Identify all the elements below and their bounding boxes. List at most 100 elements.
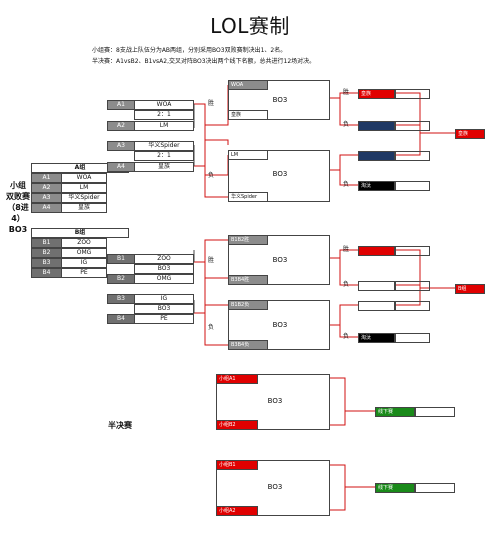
b-mid-slot-empty: [395, 281, 430, 291]
a-m1-bottom-seed: A2: [107, 121, 135, 131]
a-m2-top-team: 华义Spider: [134, 141, 194, 151]
b-m2-top-seed: B3: [107, 294, 135, 304]
lose-label: 负: [343, 281, 350, 288]
b-m1-bottom-seed: B2: [107, 274, 135, 284]
a-winners-top-slot: WOA: [228, 80, 268, 90]
b-losers-top-slot: B1B2负: [228, 300, 268, 310]
a-losers-top-slot: LM: [228, 150, 268, 160]
group-a-seed: A3: [31, 193, 62, 203]
lose-label: 负: [208, 324, 215, 331]
a-losers-bottom-slot: 华义Spider: [228, 192, 268, 202]
group-a-team: LM: [61, 183, 107, 193]
win-label: 胜: [208, 257, 215, 264]
a-mid-slot-empty: [395, 121, 430, 131]
group-a-team: WOA: [61, 173, 107, 183]
semi-1-bo3: BO3: [267, 397, 283, 405]
b-m1-top-team: ZOO: [134, 254, 194, 264]
semi-2-result-slot: 线下赛: [375, 483, 415, 493]
b-loser-winner-empty: [395, 301, 430, 311]
group-b-team: OMG: [61, 248, 107, 258]
group-a-seed: A1: [31, 173, 62, 183]
group-a-seed: A4: [31, 203, 62, 213]
lose-label: 负: [343, 121, 350, 128]
lose-label: 负: [343, 333, 350, 340]
b-losers-match-box: [228, 300, 330, 350]
semi-2-box: [216, 460, 330, 516]
a-winners-bo3: BO3: [272, 96, 288, 104]
b-winners-bottom-slot: B3B4胜: [228, 275, 268, 285]
b-m1-score: BO3: [134, 264, 194, 274]
a-eliminated-empty: [395, 181, 430, 191]
win-label: 胜: [343, 89, 350, 96]
a-winner-out-slot: 皇族: [358, 89, 395, 99]
b-eliminated-empty: [395, 333, 430, 343]
a-m1-bottom-team: LM: [134, 121, 194, 131]
a-m1-score: 2：1: [134, 110, 194, 120]
b-m2-top-team: IG: [134, 294, 194, 304]
side-label-line: 4）: [11, 214, 25, 223]
b-loser-winner-slot: [358, 301, 395, 311]
a-losers-match-box: [228, 150, 330, 202]
lose-label: 负: [343, 181, 350, 188]
a-winners-bottom-slot: 皇族: [228, 110, 268, 120]
b-m2-bottom-seed: B4: [107, 314, 135, 324]
b-winner-out-empty: [395, 246, 430, 256]
semi-1-result-empty: [415, 407, 455, 417]
b-winners-match-box: [228, 235, 330, 285]
lose-label: 负: [208, 172, 215, 179]
semifinal-label: 半决赛: [108, 421, 132, 430]
a-mid-slot: [358, 121, 395, 131]
a-m2-top-seed: A3: [107, 141, 135, 151]
side-label-line: BO3: [8, 225, 28, 234]
semi-1-bottom-slot: 小组B2: [216, 420, 258, 430]
a-m2-score: 2：1: [134, 151, 194, 161]
semi-1-result-slot: 线下赛: [375, 407, 415, 417]
a-winner-out-empty: [395, 89, 430, 99]
a-loser-winner-empty: [395, 151, 430, 161]
b-mid-slot: [358, 281, 395, 291]
b-m1-top-seed: B1: [107, 254, 135, 264]
semi-2-bottom-slot: 小组A2: [216, 506, 258, 516]
b-winners-bo3: BO3: [272, 256, 288, 264]
win-label: 胜: [343, 246, 350, 253]
group-b-seed: B1: [31, 238, 62, 248]
side-label-line: （8进: [7, 203, 29, 212]
b-winner-out-slot: [358, 246, 395, 256]
b-losers-bottom-slot: B3B4负: [228, 340, 268, 350]
side-label-line: 双败赛: [6, 192, 30, 201]
group-b-header: B组: [31, 228, 129, 238]
group-a-team: 华义Spider: [61, 193, 107, 203]
a-m2-bottom-seed: A4: [107, 162, 135, 172]
b-m2-score: BO3: [134, 304, 194, 314]
group-a-team: 皇族: [61, 203, 107, 213]
group-b-seed: B3: [31, 258, 62, 268]
semi-1-top-slot: 小组A1: [216, 374, 258, 384]
b-losers-bo3: BO3: [272, 321, 288, 329]
b-m2-bottom-team: PE: [134, 314, 194, 324]
a-m2-bottom-team: 皇族: [134, 162, 194, 172]
group-b-seed: B2: [31, 248, 62, 258]
group-b-seed: B4: [31, 268, 62, 278]
group-a-seed: A2: [31, 183, 62, 193]
semi-2-result-empty: [415, 483, 455, 493]
semi-1-box: [216, 374, 330, 430]
semi-2-top-slot: 小组B1: [216, 460, 258, 470]
intro-line-1: 小组赛：8支战上队伍分为AB两组，分别采用BO3双败赛制决出1、2名。: [92, 47, 287, 54]
win-label: 胜: [208, 100, 215, 107]
intro-text: 小组赛：8支战上队伍分为AB两组，分别采用BO3双败赛制决出1、2名。 半决赛：…: [92, 45, 452, 67]
intro-line-2: 半决赛：A1vsB2、B1vsA2,交叉对阵BO3决出两个线下名额，总共进行12…: [92, 58, 316, 65]
side-label-line: 小组: [10, 181, 26, 190]
semi-2-bo3: BO3: [267, 483, 283, 491]
group-stage-label: 小组 双败赛 （8进 4） BO3: [5, 180, 31, 235]
group-b-team: IG: [61, 258, 107, 268]
a-winners-match-box: [228, 80, 330, 120]
a-m1-top-team: WOA: [134, 100, 194, 110]
a-losers-bo3: BO3: [272, 170, 288, 178]
b-eliminated-slot: 淘汰: [358, 333, 395, 343]
b-winners-top-slot: B1B2胜: [228, 235, 268, 245]
page-title: LOL赛制: [210, 14, 290, 38]
a-eliminated-slot: 淘汰: [358, 181, 395, 191]
a-m1-top-seed: A1: [107, 100, 135, 110]
a-final-slot: 皇族: [455, 129, 485, 139]
